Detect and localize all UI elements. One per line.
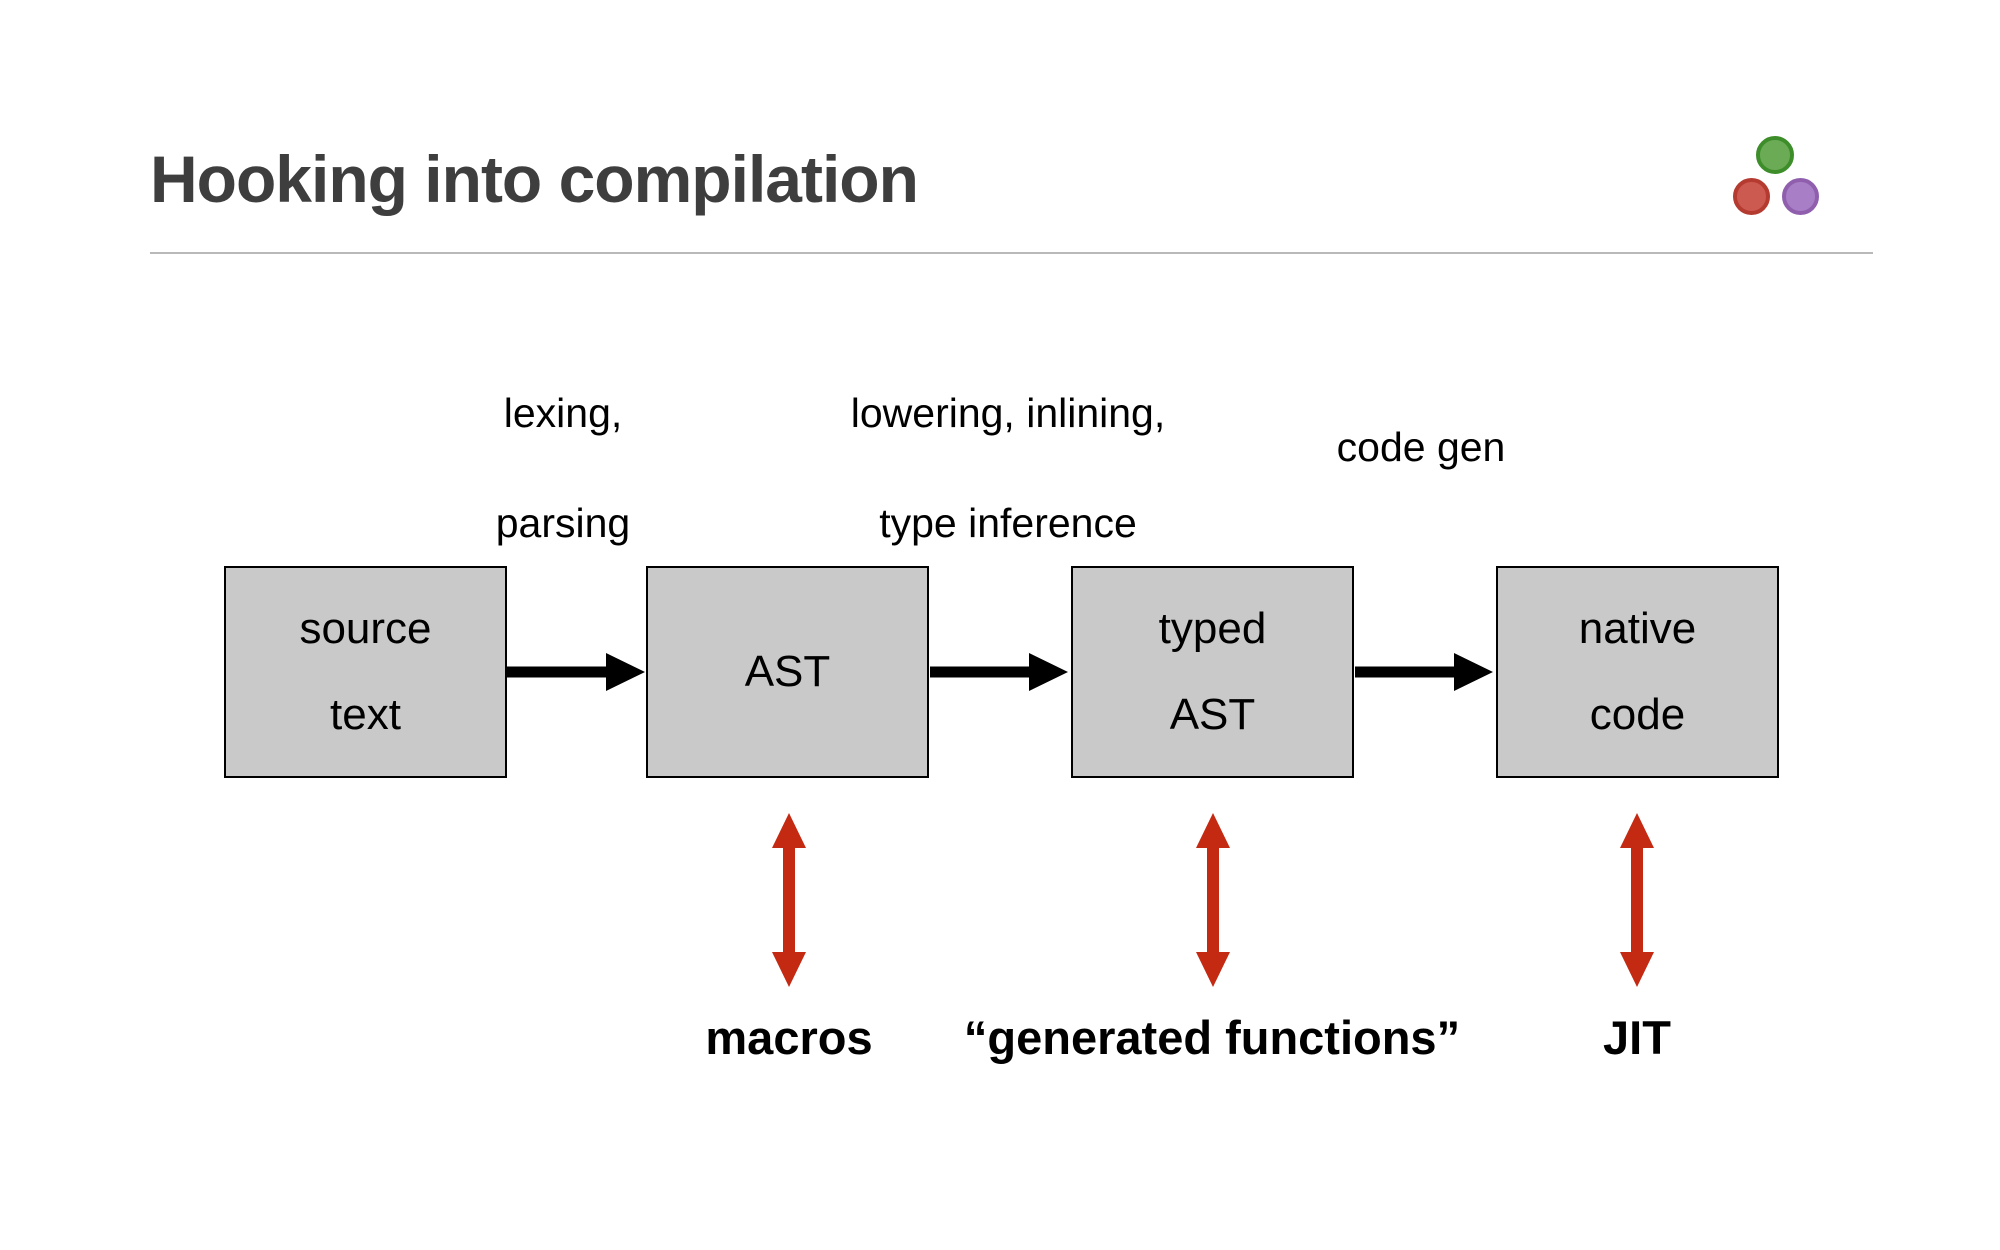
logo-dot-purple-icon — [1782, 178, 1819, 215]
stage-box-typed-ast: typed AST — [1071, 566, 1354, 778]
flow-arrow-icon — [1355, 653, 1493, 691]
hook-label-generated-functions: “generated functions” — [963, 1011, 1461, 1064]
transition-label-line: parsing — [495, 500, 631, 546]
transition-label-line: lexing, — [503, 390, 623, 436]
stage-box-source-text: source text — [224, 566, 507, 778]
title-divider — [150, 252, 1873, 254]
stage-box-label-line: native — [1578, 604, 1697, 653]
flow-arrow-icon — [507, 653, 645, 691]
logo-dot-red-icon — [1733, 178, 1770, 215]
hook-double-arrow-icon — [1196, 813, 1230, 987]
stage-box-native-code: native code — [1496, 566, 1779, 778]
transition-label-lexing-parsing: lexing, parsing — [496, 386, 630, 551]
logo-dot-green-icon — [1756, 136, 1794, 174]
hook-double-arrow-icon — [772, 813, 806, 987]
transition-label-line: lowering, inlining, — [850, 390, 1166, 436]
stage-box-label-line: AST — [744, 647, 831, 696]
hook-label-jit: JIT — [1603, 1011, 1671, 1064]
transition-label-code-gen: code gen — [1337, 420, 1506, 475]
stage-box-label-line: code — [1589, 690, 1686, 739]
transition-label-lowering-inlining: lowering, inlining, type inference — [851, 386, 1166, 551]
stage-box-label-line: text — [330, 690, 401, 739]
flow-arrow-icon — [930, 653, 1068, 691]
stage-box-label-line: AST — [1169, 690, 1256, 739]
stage-box-label-line: source — [299, 604, 432, 653]
stage-box-ast: AST — [646, 566, 929, 778]
stage-box-label-line: typed — [1158, 604, 1267, 653]
hook-label-macros: macros — [705, 1011, 873, 1064]
transition-label-line: code gen — [1336, 424, 1506, 470]
transition-label-line: type inference — [879, 500, 1137, 546]
slide-title: Hooking into compilation — [150, 142, 919, 216]
hook-double-arrow-icon — [1620, 813, 1654, 987]
